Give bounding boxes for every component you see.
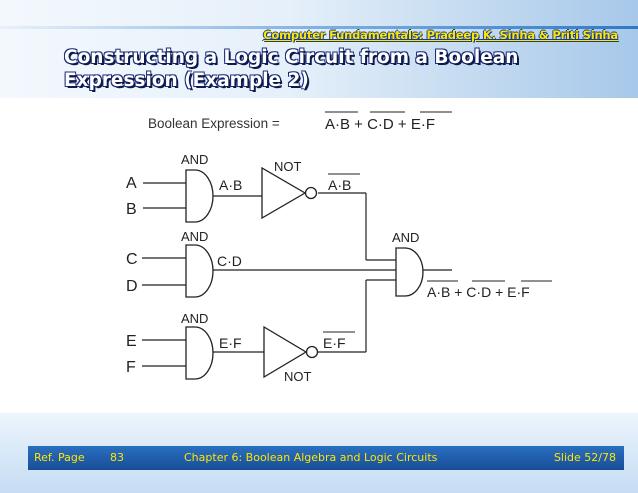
and-gate-output [395,247,424,297]
footer-bar: Ref. Page 83 Chapter 6: Boolean Algebra … [28,446,624,470]
circuit-wires [142,182,452,367]
slide-title-line1: Constructing a Logic Circuit from a Bool… [64,47,519,68]
wire-label-ef: E·F [219,335,242,351]
and-gate-ef [185,326,214,380]
gate-label-and-cd: AND [181,229,208,244]
input-label-e: E [126,333,137,350]
gate-label-and-ab: AND [181,152,208,167]
ref-page-label: Ref. Page [34,451,85,464]
input-label-c: C [126,251,138,268]
chapter-title: Chapter 6: Boolean Algebra and Logic Cir… [184,451,438,464]
gate-label-and-output: AND [392,230,419,245]
not-bubble-ef [305,345,319,359]
output-expression: A·B + C·D + E·F [427,280,552,300]
expression-label: Boolean Expression = [148,116,280,131]
slide-title-line2: Expression (Example 2) [64,70,309,91]
input-label-d: D [126,278,138,295]
gate-label-and-ef: AND [181,311,208,326]
gate-label-not-ab: NOT [274,159,302,174]
expression-formula-text: A·B + C·D + E·F [325,116,435,133]
wire-label-ef-inverted-text: E·F [323,335,346,351]
wire-label-ab-inverted: A·B [328,173,360,193]
output-expression-text: A·B + C·D + E·F [427,284,530,300]
book-credits: Computer Fundamentals: Pradeep K. Sinha … [263,28,618,42]
and-gate-cd [185,244,214,298]
slide-number: Slide 52/78 [553,451,616,464]
gate-label-not-ef: NOT [284,369,312,384]
wire-label-cd: C·D [217,253,242,269]
slide-title: Constructing a Logic Circuit from a Bool… [64,46,564,92]
and-gate-ab [185,169,214,223]
expression-formula: A·B + C·D + E·F [325,111,452,133]
not-gate-ef [263,325,319,379]
not-bubble-ab [304,186,318,200]
input-label-a: A [126,175,137,192]
header-strip [0,26,638,29]
input-label-b: B [126,201,137,218]
not-gate-ab [261,166,318,220]
ref-page-number: 83 [110,451,124,464]
wire-label-ab-inverted-text: A·B [328,177,351,193]
wire-label-ab: A·B [219,177,242,193]
header-band [0,0,638,98]
input-label-f: F [126,359,136,376]
wire-label-ef-inverted: E·F [323,331,355,351]
